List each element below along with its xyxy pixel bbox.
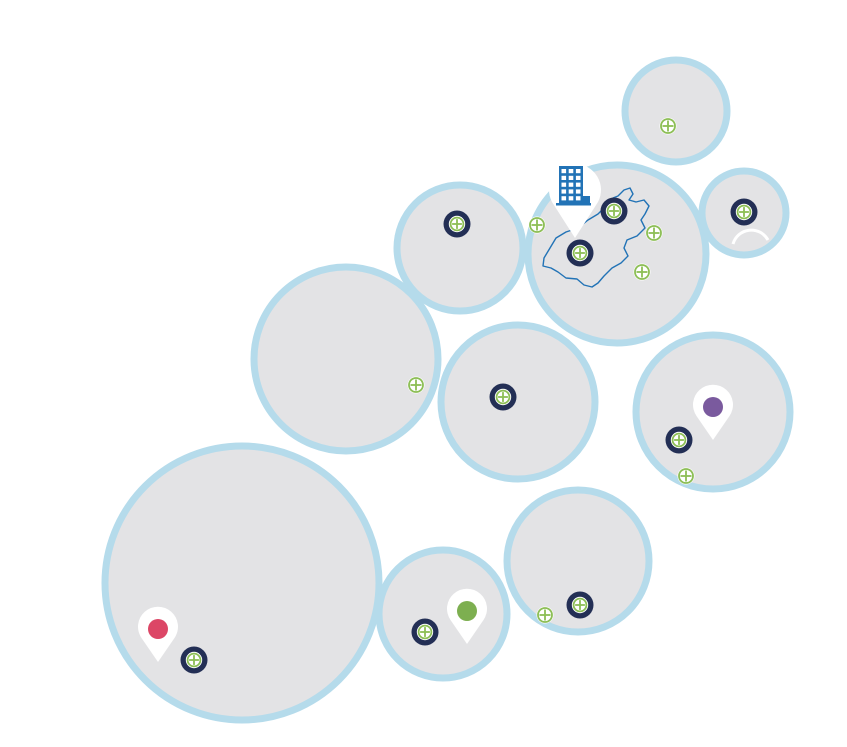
hospital-cross-dark-icon bbox=[449, 216, 465, 232]
region-circle-2[interactable] bbox=[250, 263, 442, 455]
hospital-cross-dark-icon bbox=[606, 203, 622, 219]
hospital-marker-dark-4[interactable] bbox=[730, 198, 758, 226]
hospital-marker-small-3[interactable] bbox=[645, 224, 663, 242]
hospital-cross-dark-icon bbox=[671, 432, 687, 448]
pin-marker-purple[interactable] bbox=[693, 384, 734, 440]
hospital-cross-small-icon bbox=[678, 468, 694, 484]
hospital-cross-small-icon bbox=[634, 264, 650, 280]
region-circle-9[interactable] bbox=[375, 546, 511, 682]
hospital-marker-dark-9[interactable] bbox=[566, 591, 594, 619]
region-circle-7[interactable] bbox=[437, 321, 599, 483]
hospital-cross-small-icon bbox=[646, 225, 662, 241]
hospital-marker-small-1[interactable] bbox=[659, 117, 677, 135]
hospital-marker-dark-3[interactable] bbox=[566, 239, 594, 267]
building-marker[interactable] bbox=[549, 163, 601, 238]
hospital-cross-dark-icon bbox=[186, 652, 202, 668]
pin-marker-green[interactable] bbox=[447, 588, 487, 644]
region-outline-layer bbox=[542, 187, 770, 288]
region-circle-10[interactable] bbox=[503, 486, 653, 636]
hospital-marker-dark-5[interactable] bbox=[489, 383, 517, 411]
hospital-cross-dark-icon bbox=[495, 389, 511, 405]
pin-dot bbox=[703, 397, 723, 417]
hospital-cross-small-icon bbox=[408, 377, 424, 393]
region-circle-1[interactable] bbox=[101, 442, 383, 724]
hospital-cross-dark-icon bbox=[572, 597, 588, 613]
hospital-cross-small-icon bbox=[529, 217, 545, 233]
pin-marker-red[interactable] bbox=[138, 606, 178, 662]
hospital-cross-dark-icon bbox=[572, 245, 588, 261]
region-outline-shape bbox=[542, 187, 650, 288]
hospital-marker-small-5[interactable] bbox=[407, 376, 425, 394]
hospital-marker-small-4[interactable] bbox=[633, 263, 651, 281]
hospital-marker-dark-7[interactable] bbox=[180, 646, 208, 674]
region-circle-3[interactable] bbox=[393, 181, 527, 315]
pin-dot bbox=[457, 601, 477, 621]
office-building-icon bbox=[556, 166, 591, 206]
hospital-marker-dark-2[interactable] bbox=[600, 197, 628, 225]
region-circle-5[interactable] bbox=[621, 56, 731, 166]
regions-layer bbox=[101, 56, 794, 724]
hospital-marker-dark-8[interactable] bbox=[411, 618, 439, 646]
hospital-cross-dark-icon bbox=[417, 624, 433, 640]
hospital-marker-dark-1[interactable] bbox=[443, 210, 471, 238]
hospital-marker-dark-6[interactable] bbox=[665, 426, 693, 454]
hospital-marker-small-6[interactable] bbox=[677, 467, 695, 485]
hospital-cross-small-icon bbox=[537, 607, 553, 623]
pin-dot bbox=[148, 619, 168, 639]
hospital-marker-small-7[interactable] bbox=[536, 606, 554, 624]
hospital-cross-small-icon bbox=[660, 118, 676, 134]
hospital-marker-small-2[interactable] bbox=[528, 216, 546, 234]
region-arc-detail bbox=[731, 228, 770, 245]
hospital-cross-dark-icon bbox=[736, 204, 752, 220]
